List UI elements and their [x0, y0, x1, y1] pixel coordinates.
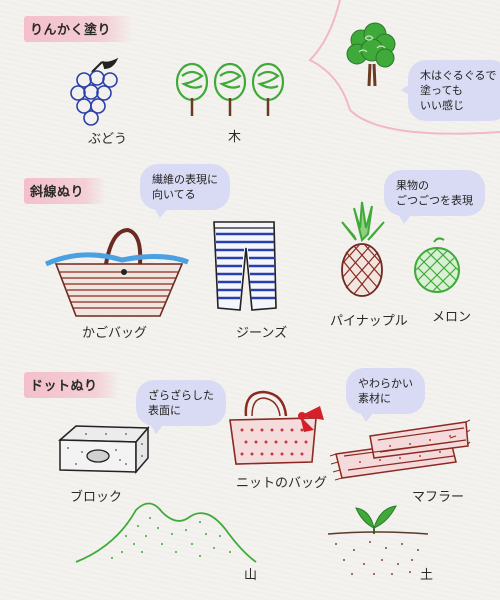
- trees-illustration: [175, 62, 285, 116]
- tree-label: 木: [228, 130, 242, 145]
- section-label-shasen: 斜線ぬり: [24, 178, 107, 204]
- basket-label: かごバッグ: [82, 326, 148, 341]
- mountain-illustration: [75, 502, 257, 563]
- soil-illustration: [327, 505, 429, 575]
- melon-label: メロン: [432, 310, 472, 325]
- block-label: ブロック: [70, 490, 123, 505]
- jeans-illustration: [213, 221, 277, 311]
- knit-bag-illustration: [229, 390, 324, 465]
- muffler-label: マフラー: [412, 490, 465, 505]
- melon-illustration: [414, 237, 460, 293]
- basket-bag-illustration: [44, 227, 189, 317]
- muffler-illustration: [329, 419, 471, 481]
- rough-surface-bubble: ざらざらした 表面に: [136, 380, 226, 434]
- pineapple-illustration: [341, 201, 385, 297]
- tree-tip-bubble: 木はぐるぐるで 塗っても いい感じ: [401, 60, 500, 121]
- fiber-tip-bubble: 繊維の表現に 向いてる: [140, 164, 230, 218]
- bushy-tree-illustration: [346, 22, 396, 87]
- fruit-tip-bubble: 果物の ごつごつを表現: [384, 170, 485, 224]
- grapes-label: ぶどう: [88, 132, 128, 147]
- grapes-illustration: [70, 57, 119, 126]
- pink-curve-divider: [308, 0, 500, 135]
- block-illustration: [58, 425, 150, 475]
- section-label-ringkaku: りんかく塗り: [24, 16, 134, 42]
- jeans-label: ジーンズ: [236, 326, 288, 341]
- knit-bag-label: ニットのバッグ: [236, 476, 328, 491]
- mountain-label: 山: [244, 568, 258, 583]
- soil-label: 土: [420, 568, 434, 583]
- soft-material-bubble: やわらかい 素材に: [346, 368, 425, 422]
- pineapple-label: パイナップル: [330, 314, 408, 329]
- section-label-dot: ドットぬり: [24, 372, 120, 398]
